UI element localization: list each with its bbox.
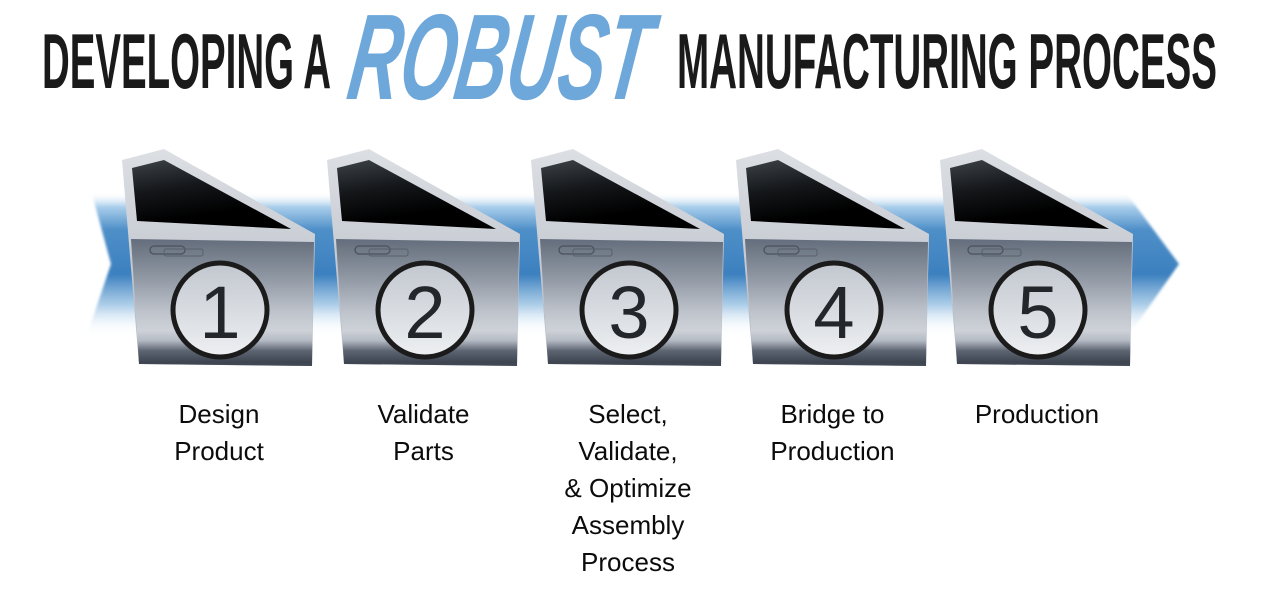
process-step: 5 Production: [937, 140, 1137, 594]
car-door-icon: 2: [326, 149, 520, 366]
door-handle-icon: [762, 245, 800, 255]
door-window: [336, 160, 496, 229]
door-window: [950, 160, 1109, 229]
door-handle-icon: [558, 245, 595, 255]
car-door-icon: 4: [735, 149, 929, 366]
door-handle-plate: [777, 248, 817, 257]
door-handle-plate: [368, 248, 408, 257]
step-number-badge: [375, 260, 474, 360]
title-prefix: DEVELOPING A: [42, 17, 331, 105]
door-handle-plate: [572, 248, 613, 257]
door-handle-plate: [163, 248, 204, 257]
door-handle-plate: [981, 248, 1022, 257]
step-label: Design Product: [174, 399, 264, 466]
step-number: 1: [199, 271, 240, 354]
door-window: [745, 160, 905, 229]
car-door-icon: 5: [940, 149, 1133, 366]
door-handle-icon: [353, 245, 391, 255]
title-suffix: MANUFACTURING PROCESS: [677, 17, 1217, 105]
step-number-badge: [579, 260, 679, 360]
process-step: 1 Design Product: [119, 140, 319, 594]
step-number: 5: [1017, 271, 1058, 354]
process-step: 3 Select, Validate, & Optimize Assembly …: [528, 140, 728, 594]
door-handle-icon: [967, 245, 1004, 255]
door-window: [541, 160, 700, 229]
car-door-icon: 3: [531, 149, 724, 366]
step-label: Select, Validate, & Optimize Assembly Pr…: [564, 399, 692, 577]
car-door-icon: 1: [122, 149, 315, 366]
step-number-badge: [988, 260, 1088, 360]
door-handle-icon: [149, 245, 186, 255]
step-label: Production: [974, 399, 1100, 429]
step-label: Validate Parts: [377, 399, 470, 466]
step-number: 4: [813, 271, 854, 354]
step-number: 3: [608, 271, 649, 354]
step-number-badge: [784, 260, 883, 360]
step-number-badge: [170, 260, 270, 360]
process-step: 2 Validate Parts: [324, 140, 524, 594]
process-step: 4 Bridge to Production: [733, 140, 933, 594]
step-label: Bridge to Production: [770, 399, 895, 466]
title-highlight: ROBUST: [341, 0, 665, 120]
page-title: DEVELOPING A ROBUST MANUFACTURING PROCES…: [42, 0, 1217, 120]
step-number: 2: [404, 271, 445, 354]
door-window: [132, 160, 291, 229]
